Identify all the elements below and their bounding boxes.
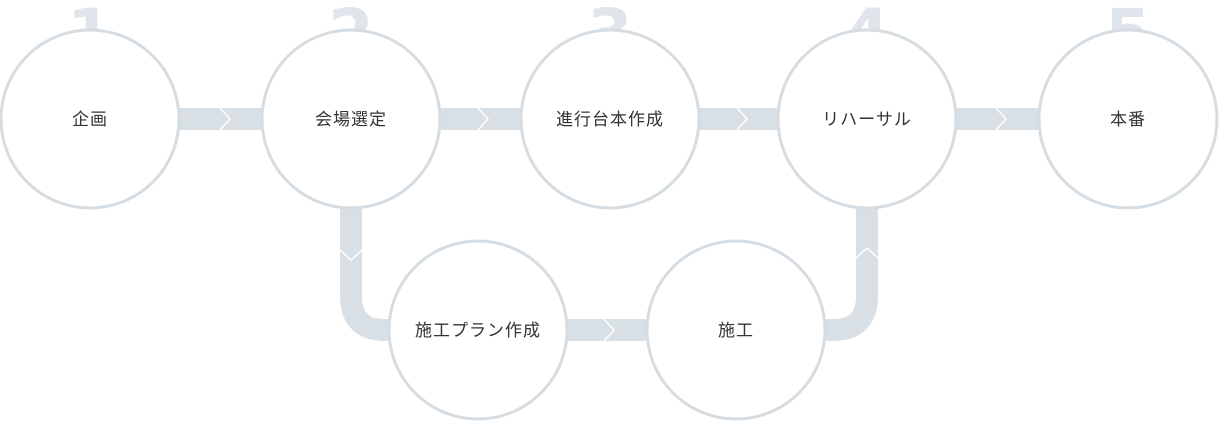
- connector-2-to-sub1: [340, 200, 400, 341]
- arrow-right-icon: [603, 318, 616, 342]
- connector-sub1-sub2: [566, 319, 654, 341]
- connector-4-5: [956, 108, 1044, 130]
- substep-label: 施工: [718, 321, 754, 341]
- arrow-up-icon: [855, 246, 879, 259]
- substep-circle: [645, 239, 827, 421]
- substep-2: 施工: [645, 239, 827, 421]
- step-1: 企画: [0, 28, 181, 210]
- step-label: 進行台本作成: [556, 110, 664, 130]
- connector-sub2-to-4: [820, 200, 878, 341]
- step-label: 企画: [72, 110, 108, 130]
- connector-2-3: [438, 108, 526, 130]
- step-circle: [776, 28, 958, 210]
- connector-3-4: [697, 108, 785, 130]
- step-circle: [0, 28, 181, 210]
- arrow-right-icon: [477, 107, 490, 131]
- step-circle: [519, 28, 701, 210]
- step-circles: 企画 会場選定 進行台本作成 リハーサル 本番: [0, 28, 1219, 210]
- arrow-right-icon: [219, 107, 232, 131]
- substep-circles: 施工プラン作成 施工: [387, 239, 827, 421]
- arrow-right-icon: [995, 107, 1008, 131]
- arrow-right-icon: [736, 107, 749, 131]
- arrow-down-icon: [339, 249, 363, 262]
- step-4: リハーサル: [776, 28, 958, 210]
- step-circle: [260, 28, 442, 210]
- connectors: [178, 108, 1044, 341]
- step-2: 会場選定: [260, 28, 442, 210]
- connector-1-2: [178, 108, 268, 130]
- substep-1: 施工プラン作成: [387, 239, 569, 421]
- step-label: リハーサル: [822, 110, 912, 130]
- step-label: 本番: [1110, 110, 1146, 130]
- substep-circle: [387, 239, 569, 421]
- chevrons: [219, 107, 1008, 342]
- step-circle: [1037, 28, 1219, 210]
- substep-label: 施工プラン作成: [415, 321, 541, 341]
- step-5: 本番: [1037, 28, 1219, 210]
- step-3: 進行台本作成: [519, 28, 701, 210]
- step-label: 会場選定: [315, 110, 387, 130]
